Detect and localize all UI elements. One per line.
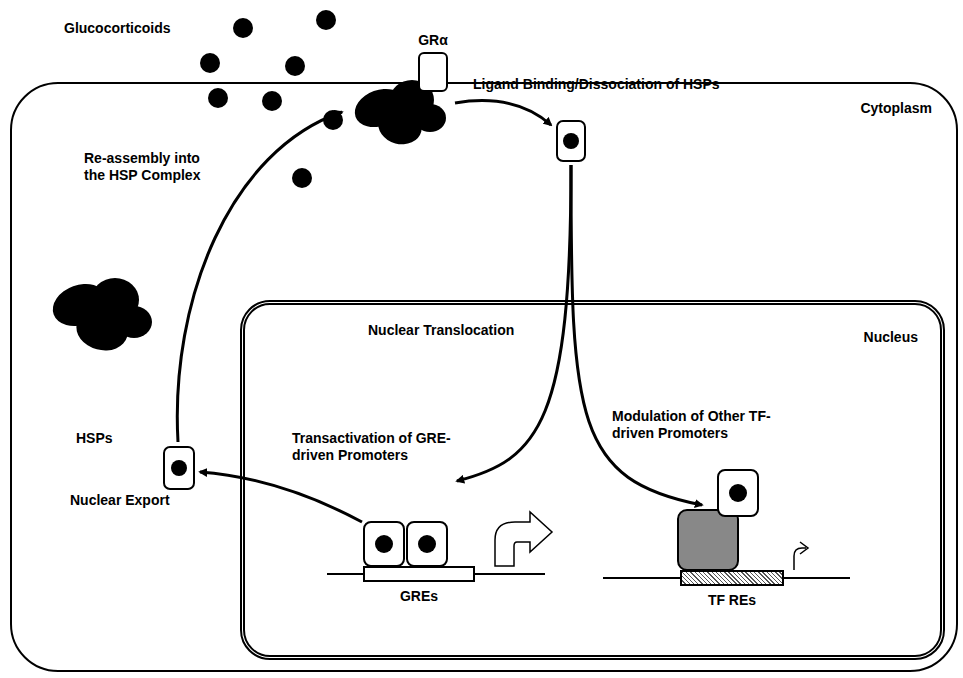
transcription-arrow	[495, 512, 552, 566]
exported-receptor	[164, 447, 194, 489]
process-label: Transactivation of GRE-driven Promoters	[292, 430, 464, 464]
process-arrows	[177, 101, 702, 522]
transcription-arrow-small	[794, 542, 808, 570]
process-label: HSPs	[76, 430, 113, 447]
gr-receptor-box: GRα	[418, 52, 448, 92]
gr-dimer	[364, 522, 447, 566]
process-label: Nuclear Export	[70, 492, 170, 509]
process-label: Modulation of Other TF-driven Promoters	[612, 408, 802, 442]
process-label: Glucocorticoids	[64, 20, 171, 37]
process-label: Nuclear Translocation	[368, 322, 514, 339]
process-label: Ligand Binding/Dissociation of HSPs	[473, 76, 720, 93]
node-label: Nucleus	[864, 329, 918, 346]
nucleus-outline: NucleusGREs TF REs	[240, 300, 945, 660]
tethered-gr	[678, 470, 758, 570]
node-label: GRα	[418, 32, 448, 49]
gre-element: GREs	[363, 566, 475, 582]
glucocorticoid-dots	[200, 10, 343, 188]
node-label: GREs	[400, 588, 438, 605]
process-label: Re-assembly into the HSP Complex	[84, 150, 224, 184]
liganded-receptor	[557, 121, 585, 161]
tf-response-element: TF REs	[680, 570, 784, 586]
node-label: Cytoplasm	[860, 100, 932, 117]
node-label: TF REs	[708, 592, 756, 609]
free-hsps	[47, 277, 152, 356]
